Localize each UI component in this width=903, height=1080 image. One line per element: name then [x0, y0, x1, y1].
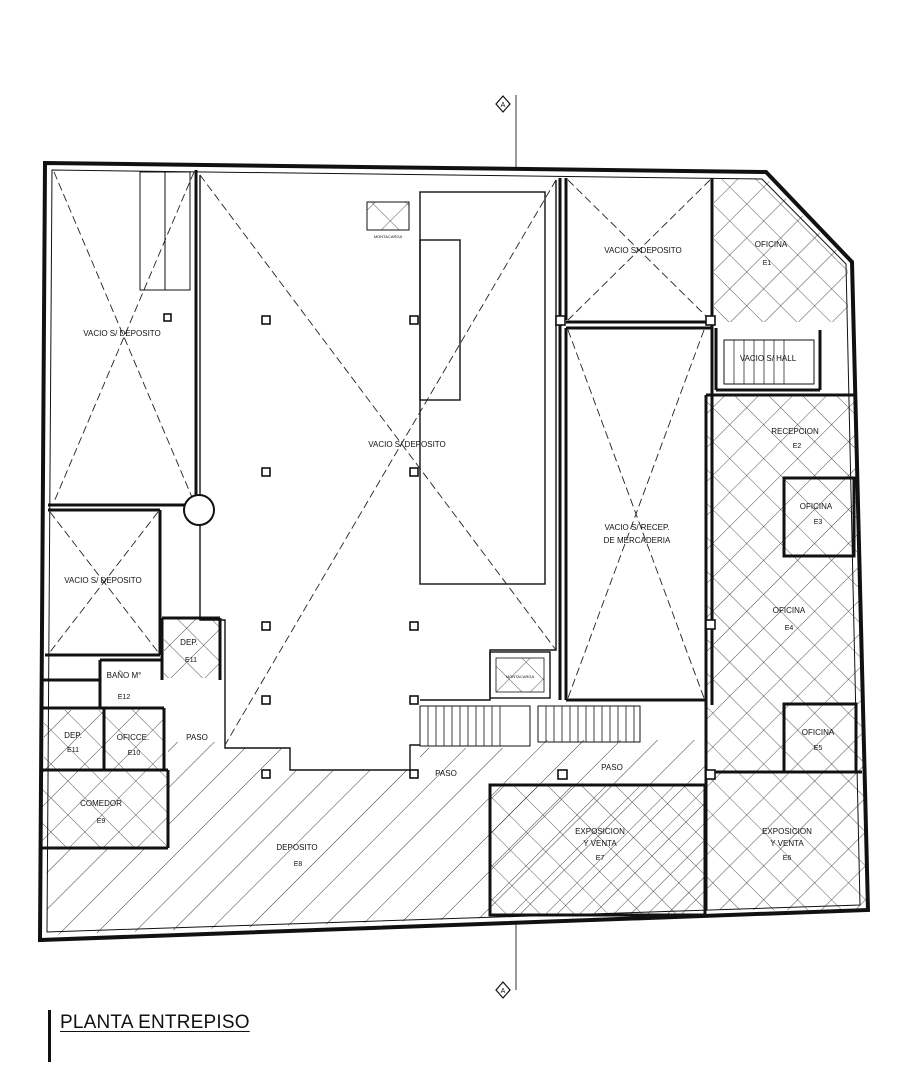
room-vacio-recep-line2: DE MERCADERIA [604, 536, 671, 545]
room-oficina-e3: OFICINA [800, 502, 833, 511]
interior-walls [42, 170, 862, 917]
section-marker-top-label: A [501, 102, 506, 109]
room-code-e7: E7 [596, 855, 605, 862]
room-oficina-e4: OFICINA [773, 606, 806, 615]
room-code-e11-lower: E11 [67, 747, 79, 754]
office-crosshatch [104, 708, 164, 770]
plan-title: PLANTA ENTREPISO [60, 1012, 250, 1033]
room-exposicion-e6-line2: Y VENTA [770, 839, 804, 848]
comedor-crosshatch [42, 770, 168, 848]
paso-label-east: PASO [601, 763, 623, 772]
room-vacio-hall: VACIO S/ HALL [740, 354, 797, 363]
room-labels: VACIO S/ DEPOSITO VACIO S/ DEPOSITO VACI… [64, 240, 835, 868]
montacarga: MONTACARGA MONTACARGA [366, 201, 551, 699]
room-exposicion-e7-line1: EXPOSICION [575, 827, 625, 836]
room-bano: BAÑO M° [107, 671, 142, 680]
exterior-wall [37, 160, 871, 943]
room-code-e5: E5 [814, 745, 823, 752]
room-code-e4: E4 [785, 625, 794, 632]
room-code-e6: E6 [783, 855, 792, 862]
room-code-e2: E2 [793, 443, 802, 450]
room-code-e9: E9 [97, 818, 106, 825]
columns [163, 313, 716, 780]
paso-label-west: PASO [186, 733, 208, 742]
room-code-e1: E1 [763, 260, 772, 267]
dep-e11-crosshatch [44, 710, 104, 770]
room-recepcion: RECEPCION [771, 427, 819, 436]
stairs [139, 171, 815, 747]
exposicion-e7-crosshatch [490, 785, 705, 915]
title-bar [48, 1010, 51, 1062]
room-vacio-recep-line1: VACIO S/ RECEP. [604, 523, 669, 532]
room-dep-upper: DEP. [180, 638, 198, 647]
void-diagonals [49, 171, 711, 746]
room-vacio-deposito-center: VACIO S/ DEPOSITO [368, 440, 446, 449]
room-code-e8: E8 [294, 861, 303, 868]
east-offices-crosshatch [706, 395, 866, 910]
room-exposicion-e6-line1: EXPOSICION [762, 827, 812, 836]
room-oficina-e5: OFICINA [802, 728, 835, 737]
dep-upper-crosshatch [164, 618, 220, 678]
section-marker-bottom: A [495, 981, 511, 999]
round-column [183, 494, 215, 526]
room-vacio-deposito-ne: VACIO S/ DEPOSITO [604, 246, 682, 255]
room-exposicion-e7-line2: Y VENTA [583, 839, 617, 848]
room-office: OFICCE. [117, 733, 149, 742]
room-comedor: COMEDOR [80, 799, 122, 808]
montacarga-upper-label: MONTACARGA [374, 234, 403, 239]
room-deposito-e8: DEPOSITO [276, 843, 317, 852]
room-code-e12: E12 [118, 694, 131, 701]
room-vacio-deposito-nw: VACIO S/ DEPOSITO [83, 329, 161, 338]
room-code-e11-upper: E11 [185, 657, 197, 664]
montacarga-label: MONTACARGA [506, 674, 535, 679]
room-dep-lower: DEP. [64, 731, 82, 740]
section-marker-bottom-label: A [501, 988, 506, 995]
oficina-e1-crosshatch [714, 178, 848, 322]
room-oficina-e1: OFICINA [755, 240, 788, 249]
room-code-e3: E3 [814, 519, 823, 526]
mezzanine-edge [199, 175, 557, 771]
paso-label-center: PASO [435, 769, 457, 778]
section-marker-top: A [495, 95, 511, 113]
room-code-e10: E10 [128, 750, 141, 757]
room-vacio-deposito-w: VACIO S/ DEPOSITO [64, 576, 142, 585]
